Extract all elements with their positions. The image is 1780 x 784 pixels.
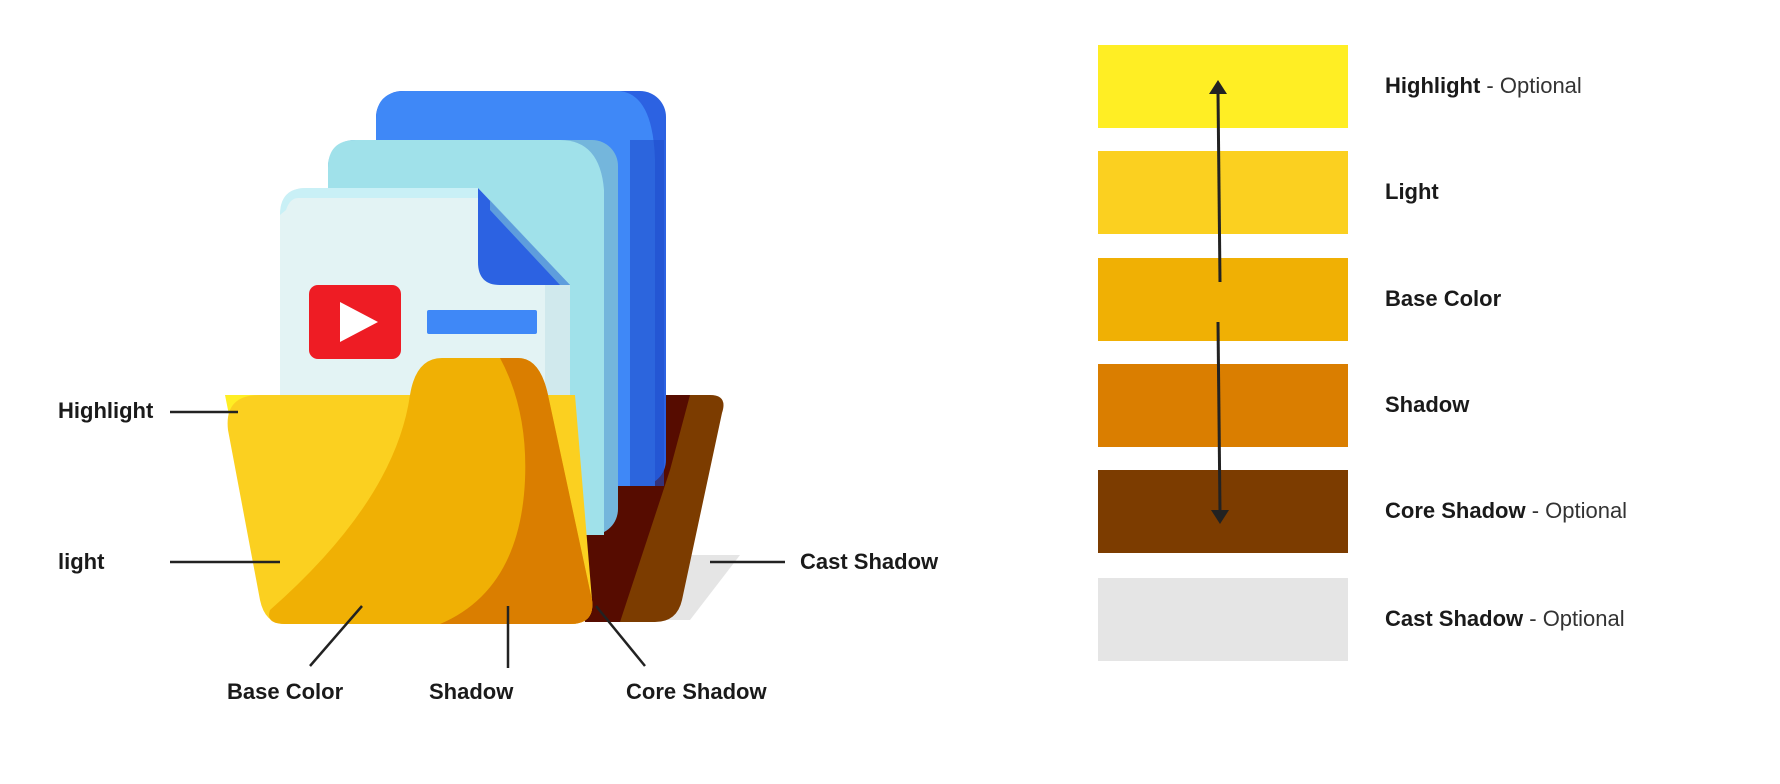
label-core-shadow: Core Shadow - Optional: [1385, 498, 1628, 523]
callout-core-shadow: Core Shadow: [626, 679, 767, 704]
swatch-shadow: [1098, 364, 1348, 447]
label-shadow: Shadow: [1385, 392, 1470, 417]
label-cast-shadow: Cast Shadow - Optional: [1385, 606, 1625, 631]
folder-front: [225, 358, 593, 624]
callout-light: light: [58, 549, 105, 574]
callout-shadow: Shadow: [429, 679, 514, 704]
text-bar: [427, 310, 537, 334]
callout-cast-shadow: Cast Shadow: [800, 549, 939, 574]
callout-highlight: Highlight: [58, 398, 154, 423]
folder-illustration: [170, 91, 785, 668]
label-highlight: Highlight - Optional: [1385, 73, 1582, 98]
label-light: Light: [1385, 179, 1439, 204]
swatch-light: [1098, 151, 1348, 234]
swatch-cast-shadow: [1098, 578, 1348, 661]
callout-lines: [170, 410, 785, 668]
callout-base-color: Base Color: [227, 679, 344, 704]
swatch-base-color: [1098, 258, 1348, 341]
swatch-highlight: [1098, 45, 1348, 128]
label-base-color: Base Color: [1385, 286, 1502, 311]
swatch-core-shadow: [1098, 470, 1348, 553]
